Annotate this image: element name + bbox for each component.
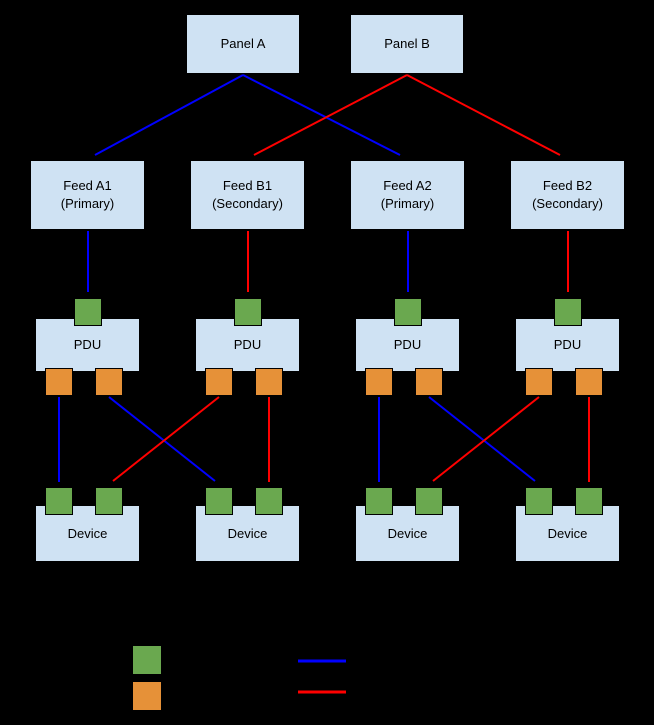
arrow-pdu3-to-device4 xyxy=(428,396,536,482)
device3-input-port-right xyxy=(415,487,443,515)
panel-b-label: Panel B xyxy=(384,36,430,51)
arrow-panel-a-to-feed-a2 xyxy=(242,74,401,156)
feed-b2-name: Feed B2 xyxy=(542,178,593,193)
panel-a-label: Panel A xyxy=(220,36,266,51)
pdu4-output-port-right xyxy=(575,368,603,396)
pdu2-label: PDU xyxy=(233,337,262,352)
arrow-panel-b-to-feed-b2 xyxy=(406,74,561,156)
pdu3-output-port-right xyxy=(415,368,443,396)
pdu4-input-port xyxy=(554,298,582,326)
feed-b2-node: Feed B2 (Secondary) xyxy=(510,160,625,230)
pdu1-input-port xyxy=(74,298,102,326)
device3-input-port-left xyxy=(365,487,393,515)
pdu1-output-port-right xyxy=(95,368,123,396)
arrow-panel-a-to-feed-a1 xyxy=(94,74,244,156)
feed-a2-name: Feed A2 xyxy=(383,178,432,193)
device2-input-port-right xyxy=(255,487,283,515)
pdu2-input-port xyxy=(234,298,262,326)
pdu4-node: PDU xyxy=(515,318,620,372)
arrow-pdu2-to-device1 xyxy=(112,396,220,482)
feed-a1-node: Feed A1 (Primary) xyxy=(30,160,145,230)
device4-input-port-left xyxy=(525,487,553,515)
legend-input-port-swatch xyxy=(132,645,162,675)
pdu1-output-port-left xyxy=(45,368,73,396)
legend-output-port-swatch xyxy=(132,681,162,711)
pdu2-output-port-right xyxy=(255,368,283,396)
pdu1-node: PDU xyxy=(35,318,140,372)
feed-b1-role: (Secondary) xyxy=(212,196,283,211)
arrow-panel-b-to-feed-b1 xyxy=(253,74,408,156)
pdu2-node: PDU xyxy=(195,318,300,372)
pdu3-input-port xyxy=(394,298,422,326)
feed-b2-role: (Secondary) xyxy=(532,196,603,211)
device2-label: Device xyxy=(227,525,268,541)
pdu4-label: PDU xyxy=(553,337,582,352)
feed-a1-name: Feed A1 xyxy=(63,178,112,193)
device4-label: Device xyxy=(547,525,588,541)
panel-b-node: Panel B xyxy=(350,14,464,74)
device1-label: Device xyxy=(67,525,108,541)
arrow-pdu1-to-device2 xyxy=(108,396,216,482)
device1-input-port-right xyxy=(95,487,123,515)
pdu3-output-port-left xyxy=(365,368,393,396)
pdu1-label: PDU xyxy=(73,337,102,352)
feed-a1-role: (Primary) xyxy=(60,196,115,211)
device4-input-port-right xyxy=(575,487,603,515)
device1-input-port-left xyxy=(45,487,73,515)
pdu4-output-port-left xyxy=(525,368,553,396)
pdu2-output-port-left xyxy=(205,368,233,396)
feed-b1-node: Feed B1 (Secondary) xyxy=(190,160,305,230)
feed-a2-role: (Primary) xyxy=(380,196,435,211)
pdu3-label: PDU xyxy=(393,337,422,352)
arrow-pdu4-to-device3 xyxy=(432,396,540,482)
feed-b1-name: Feed B1 xyxy=(222,178,273,193)
pdu3-node: PDU xyxy=(355,318,460,372)
device2-input-port-left xyxy=(205,487,233,515)
device3-label: Device xyxy=(387,525,428,541)
feed-a2-node: Feed A2 (Primary) xyxy=(350,160,465,230)
panel-a-node: Panel A xyxy=(186,14,300,74)
